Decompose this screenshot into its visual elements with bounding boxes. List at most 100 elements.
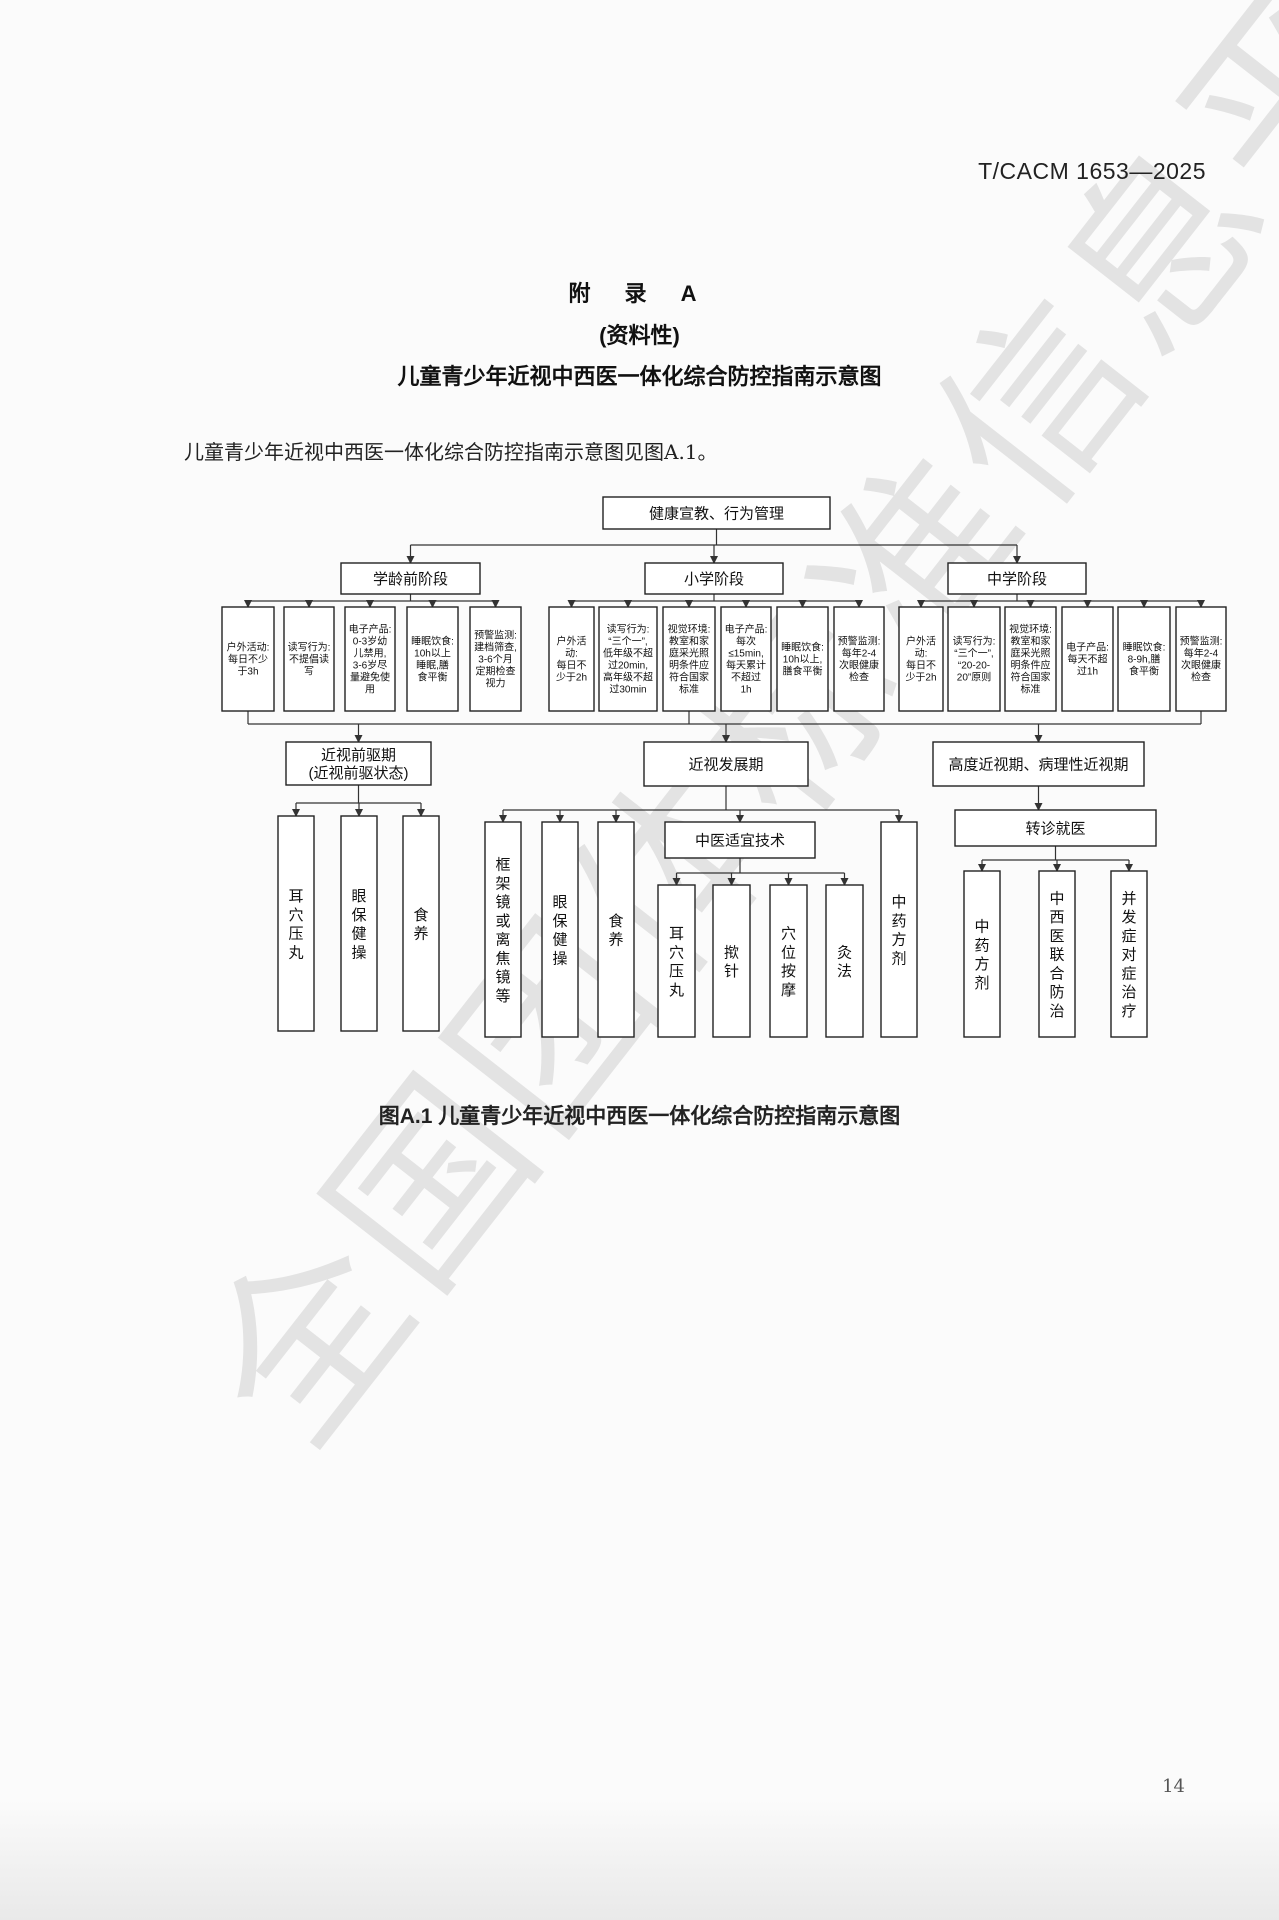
node-label: 视觉环境:教室和家庭采光照明条件应符合国家标准 — [1009, 623, 1052, 696]
node-box — [1110, 870, 1148, 1038]
node-label: 睡眠饮食:10h以上睡眠,膳食平衡 — [411, 635, 454, 684]
node-root: 健康宣教、行为管理 — [602, 496, 831, 530]
node-box — [602, 496, 831, 530]
node-referral: 转诊就医 — [954, 809, 1157, 847]
edges-layer — [244, 529, 1205, 886]
node-label: 中医适宜技术 — [695, 832, 785, 849]
node-label: 户外活动:每日不少于2h — [556, 635, 587, 684]
standard-code: T/CACM 1653—2025 — [978, 158, 1206, 184]
node-m4: 电子产品:每天不超过1h — [1061, 606, 1114, 712]
node-box — [947, 562, 1087, 595]
node-s5: 睡眠饮食:10h以上,膳食平衡 — [776, 606, 829, 712]
node-a3: 食养 — [402, 815, 440, 1032]
node-label: 户外活动:每日不少于3h — [227, 641, 270, 678]
node-label: 户外活动:每日不少于2h — [905, 635, 936, 684]
node-b1: 框架镜或离焦镜等 — [484, 821, 522, 1038]
node-tcm-tech: 中医适宜技术 — [664, 821, 816, 859]
node-p1: 户外活动:每日不少于3h — [221, 606, 275, 712]
node-b2: 眼保健操 — [541, 821, 579, 1038]
node-label: 读写行为:“三个一”,低年级不超过20min,高年级不超过30min — [603, 623, 653, 696]
appendix-nature: (资料性) — [599, 323, 680, 348]
node-label: 食养 — [608, 913, 623, 949]
node-box — [402, 815, 440, 1032]
node-m2: 读写行为:“三个一”,“20-20-20”原则 — [947, 606, 1001, 712]
node-box — [277, 815, 315, 1032]
node-box — [1038, 870, 1076, 1038]
node-label: 耳穴压丸 — [669, 926, 684, 999]
node-a2: 眼保健操 — [340, 815, 378, 1032]
node-d1: 中药方剂 — [963, 870, 1001, 1038]
node-label: 近视前驱期(近视前驱状态) — [309, 747, 409, 782]
node-label: 学龄前阶段 — [373, 571, 448, 588]
node-box — [643, 741, 809, 787]
node-box — [776, 606, 829, 712]
node-box — [340, 815, 378, 1032]
node-label: 食养 — [413, 907, 428, 943]
node-box — [1004, 606, 1057, 712]
node-label: 睡眠饮食:10h以上,膳食平衡 — [781, 641, 824, 678]
node-p4: 睡眠饮食:10h以上睡眠,膳食平衡 — [406, 606, 459, 712]
node-label: 电子产品:0-3岁幼儿禁用,3-6岁尽量避免使用 — [349, 623, 392, 696]
node-box — [932, 741, 1145, 787]
node-c1: 耳穴压丸 — [657, 884, 696, 1038]
node-box — [720, 606, 772, 712]
node-label: 预警监测:建档筛查,3-6个月定期检查视力 — [474, 629, 517, 690]
node-label: 健康宣教、行为管理 — [649, 505, 784, 522]
node-box — [597, 821, 635, 1038]
node-box — [283, 606, 335, 712]
node-m5: 睡眠饮食:8-9h,膳食平衡 — [1117, 606, 1171, 712]
node-s2: 读写行为:“三个一”,低年级不超过20min,高年级不超过30min — [598, 606, 658, 712]
node-p2: 读写行为:不提倡读写 — [283, 606, 335, 712]
node-d2: 中西医联合防治 — [1038, 870, 1076, 1038]
node-label: 转诊就医 — [1025, 820, 1085, 837]
node-label: 并发症对症治疗 — [1121, 890, 1136, 1020]
node-primary: 小学阶段 — [644, 562, 784, 595]
node-box — [469, 606, 522, 712]
node-middle: 中学阶段 — [947, 562, 1087, 595]
node-p5: 预警监测:建档筛查,3-6个月定期检查视力 — [469, 606, 522, 712]
node-p3: 电子产品:0-3岁幼儿禁用,3-6岁尽量避免使用 — [344, 606, 396, 712]
node-label: 电子产品:每天不超过1h — [1066, 641, 1109, 678]
page-number: 14 — [1162, 1776, 1185, 1797]
node-c4: 灸法 — [825, 884, 864, 1038]
node-m3: 视觉环境:教室和家庭采光照明条件应符合国家标准 — [1004, 606, 1057, 712]
node-label: 中药方剂 — [891, 894, 906, 967]
node-box — [769, 884, 808, 1038]
node-box — [644, 562, 784, 595]
node-s3: 视觉环境:教室和家庭采光照明条件应符合国家标准 — [662, 606, 716, 712]
node-pre-myopia: 近视前驱期(近视前驱状态) — [285, 741, 432, 786]
node-box — [406, 606, 459, 712]
node-label: 中药方剂 — [974, 919, 989, 992]
node-b4: 中药方剂 — [880, 821, 918, 1038]
node-box — [548, 606, 595, 712]
node-box — [598, 606, 658, 712]
node-box — [285, 741, 432, 786]
node-box — [221, 606, 275, 712]
node-label: 视觉环境:教室和家庭采光照明条件应符合国家标准 — [668, 623, 711, 696]
node-label: 耳穴压丸 — [288, 888, 303, 961]
intro-paragraph: 儿童青少年近视中西医一体化综合防控指南示意图见图A.1。 — [184, 440, 718, 464]
node-label: 眼保健操 — [351, 888, 366, 961]
node-label: 读写行为:不提倡读写 — [288, 641, 331, 678]
appendix-label: 附 录 A — [568, 281, 711, 306]
node-label: 近视发展期 — [688, 756, 763, 773]
node-label: 中西医联合防治 — [1049, 890, 1064, 1020]
node-preschool: 学龄前阶段 — [340, 562, 481, 595]
node-box — [664, 821, 816, 859]
node-label: 眼保健操 — [552, 894, 567, 967]
node-box — [1117, 606, 1171, 712]
appendix-title: 儿童青少年近视中西医一体化综合防控指南示意图 — [397, 364, 882, 389]
node-box — [963, 870, 1001, 1038]
node-label: 小学阶段 — [684, 571, 744, 588]
node-label: 读写行为:“三个一”,“20-20-20”原则 — [953, 635, 996, 684]
node-c2: 揿针 — [712, 884, 751, 1038]
node-s1: 户外活动:每日不少于2h — [548, 606, 595, 712]
